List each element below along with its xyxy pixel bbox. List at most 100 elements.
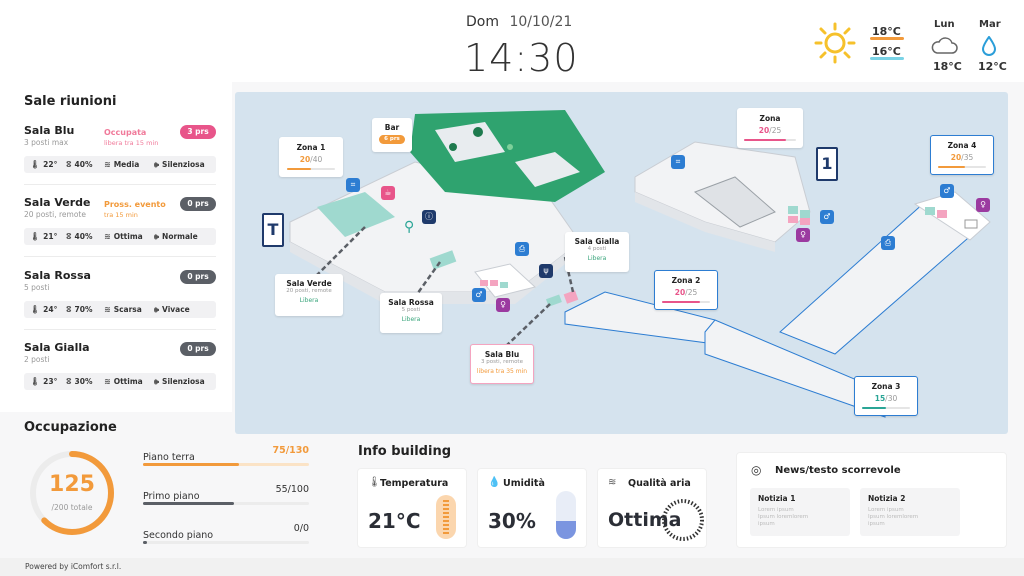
humidity-icon: ⵓ [66, 160, 72, 169]
zone-bar [862, 407, 910, 409]
floor-row-second: Secondo piano 0/0 [143, 523, 309, 544]
forecast-temp-1: 18°C [933, 60, 962, 73]
zone-title: Bar [384, 123, 400, 132]
occupancy-title: Occupazione [24, 420, 117, 435]
room-air-quality: Media [113, 160, 140, 169]
room-humidity: 70% [74, 305, 93, 314]
thermometer-icon: 🌡 [30, 232, 41, 241]
occupancy-total: 125 [49, 472, 95, 497]
map-room-card-gialla[interactable]: Sala Gialla 4 posti Libera [565, 232, 629, 272]
zone-card-3[interactable]: Zona 3 15/30 [854, 376, 918, 416]
speaker-icon: 🕪 [154, 231, 160, 241]
forecast-day-1: Lun [934, 19, 955, 30]
occupancy-gauge [30, 451, 114, 535]
news-item[interactable]: Notizia 2 Lorem ipsum Ipsum loremlorem i… [860, 488, 960, 536]
floor-row-first: Primo piano 55/100 [143, 484, 309, 505]
forecast-day-2: Mar [979, 19, 1001, 30]
map-room-title: Sala Rossa [388, 298, 434, 307]
room-capacity: 3 posti max [24, 138, 69, 147]
zone-card-bar[interactable]: Bar 6 prs [372, 118, 412, 152]
map-room-card-blu[interactable]: Sala Blu 3 posti, remote libera tra 35 m… [470, 344, 534, 384]
date-line: Dom 10/10/21 [466, 14, 572, 30]
room-temp: 21° [43, 232, 58, 241]
today-min-temp: 16°C [872, 45, 901, 58]
building-plan [289, 110, 991, 418]
rain-drop-icon [982, 36, 996, 56]
floor-value: 0/0 [293, 523, 309, 534]
zone-bar [744, 139, 796, 141]
zone-card-4[interactable]: Zona 4 20/35 [930, 135, 994, 175]
floor-bar [143, 463, 309, 466]
humidity-icon: ⵓ [66, 305, 72, 314]
temperature-card: 🌡 Temperatura 21°C [357, 468, 467, 548]
map-room-sub: 3 posti, remote [481, 359, 523, 365]
wind-icon: ≋ [104, 377, 111, 386]
room-temp: 23° [43, 377, 58, 386]
weekday: Dom [466, 14, 499, 30]
room-humidity: 30% [74, 377, 93, 386]
floor-row-ground: Piano terra 75/130 [143, 445, 309, 466]
occupancy-total-sub: /200 totale [51, 503, 93, 512]
restaurant-icon: ψ [539, 264, 553, 278]
map-room-card-rossa[interactable]: Sala Rossa 5 posti Libera [380, 293, 442, 333]
humidity-icon: ⵓ [66, 377, 72, 386]
map-room-status: Libera [299, 297, 319, 304]
room-name: Sala Blu [24, 124, 75, 137]
news-title: News/testo scorrevole [775, 465, 901, 476]
floor-occupancy-list: Piano terra 75/130 Primo piano 55/100 Se… [143, 445, 309, 545]
room-name: Sala Rossa [24, 269, 91, 282]
zone-count: 20/40 [299, 155, 323, 164]
location-pin-icon: ⚲ [404, 219, 415, 235]
news-item[interactable]: Notizia 1 Lorem ipsum Ipsum loremlorem i… [750, 488, 850, 536]
temperature-gauge [436, 495, 456, 539]
footer: Powered by iComfort s.r.l. [0, 558, 1024, 576]
room-divider [24, 184, 216, 185]
wind-icon: ≋ [104, 232, 111, 241]
temperature-label: Temperatura [380, 478, 449, 489]
wifi-icon: ⌗ [346, 178, 360, 192]
map-room-status: Libera [401, 316, 421, 323]
map-room-card-verde[interactable]: Sala Verde 20 posti, remote Libera [275, 274, 343, 316]
floor-bar [143, 541, 309, 544]
floor-value: 55/100 [275, 484, 309, 495]
people-count-badge: 3 prs [180, 125, 216, 139]
zone-card-2[interactable]: Zona 2 20/25 [654, 270, 718, 310]
map-room-sub: 4 posti [587, 246, 607, 252]
zone-card-1[interactable]: Zona 1 20/40 [279, 137, 343, 177]
speaker-icon: 🕪 [154, 376, 160, 386]
news-icon: ◎ [751, 463, 762, 477]
floor-value: 75/130 [272, 445, 309, 456]
restroom-man-icon-wing: ♂ [940, 184, 954, 198]
humidity-label: Umidità [503, 478, 545, 489]
zone-title: Zona [759, 114, 781, 123]
room-capacity: 20 posti, remote [24, 210, 86, 219]
speaker-icon: 🕪 [154, 159, 160, 169]
zone-title: Zona 3 [871, 382, 901, 391]
people-count-badge: 0 prs [180, 342, 216, 356]
news-item-body: Lorem ipsum Ipsum loremlorem ipsum [758, 507, 809, 527]
people-count-badge: 0 prs [180, 197, 216, 211]
room-humidity: 40% [74, 232, 93, 241]
thermometer-icon: 🌡 [30, 160, 41, 169]
room-capacity: 5 posti [24, 283, 50, 292]
zone-card-first[interactable]: Zona 20/25 [737, 108, 803, 148]
floor-badge-first[interactable]: 1 [816, 147, 838, 181]
zone-bar [938, 166, 986, 168]
wind-icon: ≋ [608, 477, 617, 488]
room-divider [24, 329, 216, 330]
restroom-woman-icon-wing: ♀ [976, 198, 990, 212]
floor-map[interactable]: T 1 ⌗ ☕ ⓘ ⚲ ⎙ ψ ♂ ♀ ⌗ ♂ ♀ ♂ ♀ ⎙ Zona 1 2… [235, 92, 1008, 434]
news-item-title: Notizia 2 [868, 494, 906, 503]
floor-badge-ground[interactable]: T [262, 213, 284, 247]
cloud-icon [931, 37, 958, 54]
room-name: Sala Gialla [24, 341, 90, 354]
bar-count-pill: 6 prs [379, 135, 405, 144]
zone-bar [287, 168, 335, 170]
